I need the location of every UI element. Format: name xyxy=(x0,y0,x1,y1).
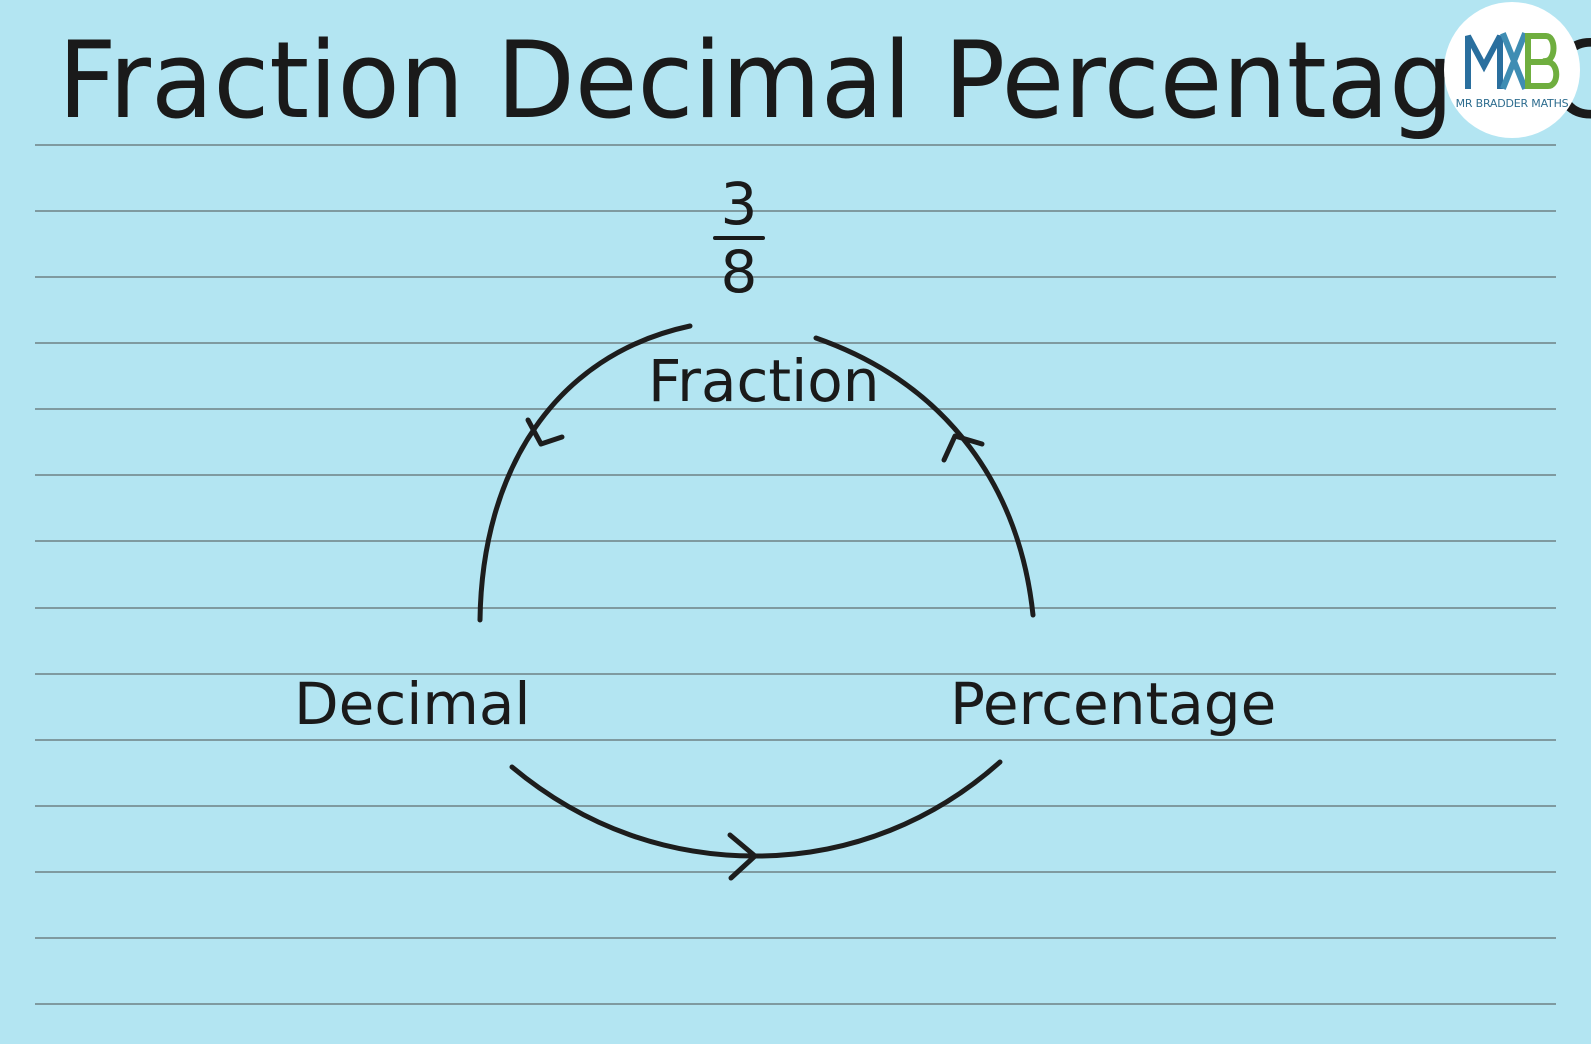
arrowhead-percentage-to-fraction xyxy=(941,433,985,463)
page-title: Fraction Decimal Percentage Conversion xyxy=(58,19,1591,142)
arrow-percentage-to-fraction xyxy=(813,335,1036,618)
logo-letter-b xyxy=(1525,33,1560,89)
node-fraction-label: Fraction xyxy=(648,347,880,415)
node-decimal-label: Decimal xyxy=(294,670,531,738)
node-percentage-label: Percentage xyxy=(950,670,1277,738)
mxb-logo-icon xyxy=(1465,32,1560,90)
logo-letter-x xyxy=(1500,32,1528,90)
fraction-denominator: 8 xyxy=(720,238,758,306)
logo-text: MR BRADDER MATHS xyxy=(1455,97,1569,110)
arrowhead-decimal-to-percentage xyxy=(727,832,758,881)
fraction-numerator: 3 xyxy=(720,170,758,238)
arrowhead-fraction-to-decimal xyxy=(525,417,565,447)
fraction-bar xyxy=(713,236,765,240)
logo-letter-m xyxy=(1465,34,1503,89)
fraction-example: 3 8 xyxy=(711,175,767,305)
arrow-fraction-to-decimal xyxy=(477,323,693,623)
brand-logo: MR BRADDER MATHS xyxy=(1444,2,1580,138)
arrow-decimal-to-percentage xyxy=(509,759,1003,859)
